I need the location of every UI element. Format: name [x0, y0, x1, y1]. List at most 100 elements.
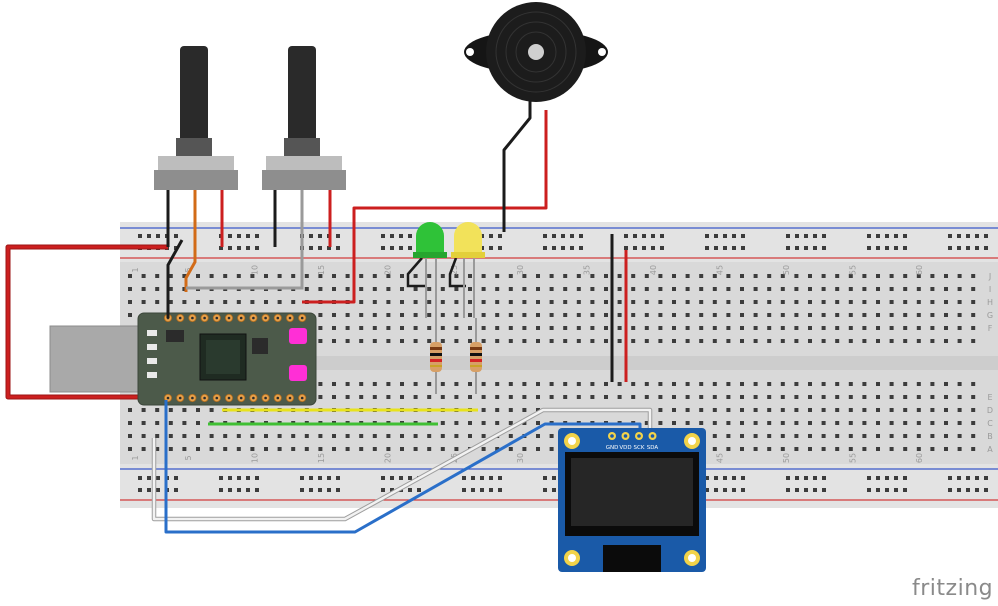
breadboard-hole: [876, 287, 880, 291]
breadboard-hole: [862, 287, 867, 291]
breadboard-hole: [536, 339, 540, 343]
breadboard-hole: [264, 434, 268, 438]
breadboard-hole: [658, 300, 663, 304]
breadboard-hole: [971, 339, 976, 343]
breadboard-hole: [508, 339, 513, 343]
breadboard-hole: [604, 300, 608, 304]
breadboard-hole: [223, 447, 228, 451]
breadboard-hole: [740, 339, 744, 343]
pot1-body-top: [158, 156, 234, 170]
breadboard-hole: [848, 313, 853, 317]
breadboard-hole: [753, 447, 758, 451]
led-yellow: [448, 222, 485, 318]
breadboard-hole: [944, 313, 948, 317]
breadboard-hole: [400, 326, 404, 330]
breadboard-hole: [318, 313, 323, 317]
breadboard-hole: [780, 339, 785, 343]
breadboard-hole: [889, 408, 894, 412]
breadboard-hole: [780, 313, 785, 317]
breadboard-hole: [168, 421, 173, 425]
breadboard-hole: [672, 395, 676, 399]
breadboard-hole: [427, 447, 432, 451]
breadboard-hole: [957, 434, 962, 438]
rail-hole: [408, 234, 412, 238]
breadboard-hole: [862, 408, 867, 412]
breadboard-hole: [889, 326, 894, 330]
breadboard-hole: [889, 382, 894, 386]
rail-hole: [417, 488, 421, 492]
breadboard-hole: [155, 300, 160, 304]
breadboard-hole: [549, 313, 554, 317]
breadboard-hole: [196, 408, 200, 412]
breadboard-hole: [345, 395, 350, 399]
breadboard-hole: [712, 339, 717, 343]
rail-hole: [804, 476, 808, 480]
breadboard-hole: [672, 382, 676, 386]
breadboard-hole: [318, 326, 323, 330]
rail-hole: [624, 234, 628, 238]
breadboard-hole: [835, 313, 840, 317]
rail-hole: [471, 488, 475, 492]
breadboard-hole: [549, 300, 554, 304]
breadboard-hole: [508, 300, 513, 304]
breadboard-hole: [386, 326, 391, 330]
breadboard-hole: [495, 421, 500, 425]
breadboard-hole: [726, 313, 731, 317]
breadboard-hole: [155, 421, 160, 425]
breadboard-hole: [427, 287, 432, 291]
breadboard-hole: [128, 274, 132, 278]
breadboard-hole: [644, 313, 649, 317]
breadboard-hole: [182, 447, 187, 451]
breadboard-hole: [223, 300, 228, 304]
breadboard-hole: [481, 395, 486, 399]
breadboard-hole: [699, 313, 704, 317]
breadboard-hole: [712, 313, 717, 317]
breadboard-hole: [495, 339, 500, 343]
breadboard-hole: [957, 287, 962, 291]
breadboard-hole: [835, 395, 840, 399]
breadboard-hole: [413, 447, 418, 451]
rail-hole: [300, 488, 304, 492]
rail-hole: [867, 234, 871, 238]
breadboard-hole: [753, 339, 758, 343]
breadboard-hole: [794, 326, 799, 330]
rail-hole: [489, 488, 493, 492]
breadboard-hole: [345, 313, 350, 317]
breadboard-hole: [672, 339, 676, 343]
oled-pin-label: VDD: [619, 445, 631, 451]
breadboard-hole: [440, 447, 445, 451]
rail-hole: [408, 246, 412, 250]
breadboard-hole: [876, 395, 880, 399]
breadboard-hole: [617, 287, 622, 291]
breadboard-hole: [658, 408, 663, 412]
breadboard-hole: [944, 421, 948, 425]
rail-hole: [399, 476, 403, 480]
row-letter: B: [987, 432, 993, 441]
wire-blue: [164, 400, 642, 534]
rail-hole: [705, 246, 709, 250]
breadboard-hole: [930, 447, 935, 451]
breadboard-hole: [957, 421, 962, 425]
breadboard-hole: [740, 313, 744, 317]
breadboard-hole: [508, 434, 513, 438]
breadboard-hole: [957, 395, 962, 399]
rail-hole: [975, 234, 979, 238]
rail-hole: [246, 476, 250, 480]
breadboard-hole: [767, 447, 772, 451]
breadboard-hole: [576, 326, 581, 330]
breadboard-hole: [400, 287, 404, 291]
breadboard-hole: [236, 434, 241, 438]
breadboard-hole: [508, 408, 513, 412]
rail-hole: [876, 246, 880, 250]
breadboard-hole: [876, 339, 880, 343]
breadboard-hole: [903, 421, 908, 425]
led-yellow-rim: [451, 252, 485, 258]
breadboard-hole: [903, 287, 908, 291]
breadboard-hole: [277, 434, 282, 438]
breadboard-hole: [862, 447, 867, 451]
breadboard-hole: [848, 434, 853, 438]
breadboard-hole: [726, 434, 731, 438]
breadboard-hole: [264, 300, 268, 304]
breadboard-hole: [386, 447, 391, 451]
